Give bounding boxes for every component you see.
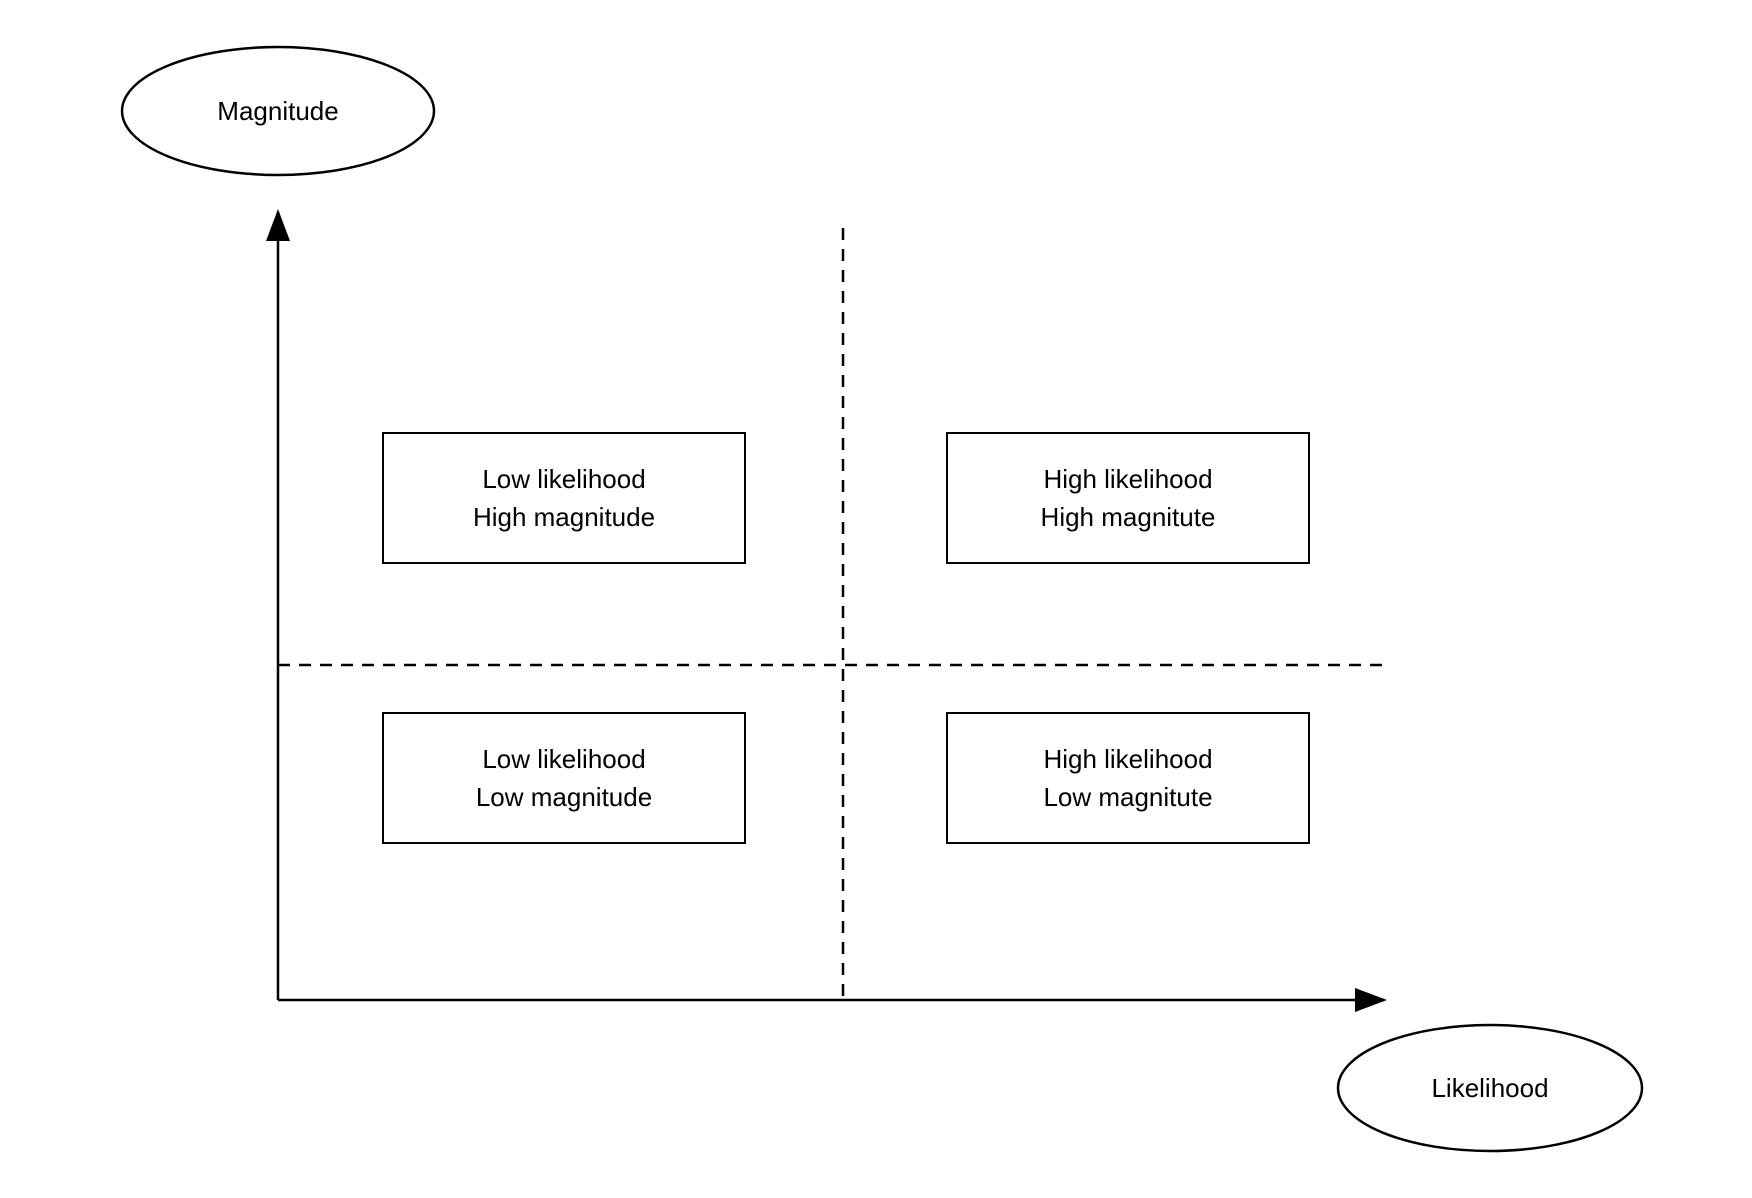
likelihood-ellipse <box>1336 1023 1644 1153</box>
quadrant-box-bottom-right-rect <box>946 712 1310 844</box>
x-axis-label: Likelihood <box>1431 1073 1548 1103</box>
quadrant-box-bottom-left: Low likelihood Low magnitude <box>382 712 746 844</box>
likelihood-node: Likelihood <box>1336 1023 1644 1153</box>
y-axis-label: Magnitude <box>217 96 338 126</box>
quadrant-box-top-left: Low likelihood High magnitude <box>382 432 746 564</box>
quadrant-bottom-right-label-line2: Low magnitute <box>1043 782 1212 812</box>
quadrant-box-top-right-rect <box>946 432 1310 564</box>
quadrant-top-right-label-line1: High likelihood <box>1043 464 1212 494</box>
quadrant-box-top-left-rect <box>382 432 746 564</box>
quadrant-box-bottom-right: High likelihood Low magnitute <box>946 712 1310 844</box>
magnitude-node: Magnitude <box>120 45 436 177</box>
quadrant-box-top-right: High likelihood High magnitute <box>946 432 1310 564</box>
quadrant-bottom-left-label-line2: Low magnitude <box>476 782 652 812</box>
quadrant-bottom-right-label-line1: High likelihood <box>1043 744 1212 774</box>
quadrant-box-bottom-left-rect <box>382 712 746 844</box>
quadrant-top-right-label-line2: High magnitute <box>1041 502 1216 532</box>
quadrant-bottom-left-label-line1: Low likelihood <box>482 744 645 774</box>
quadrant-top-left-label-line2: High magnitude <box>473 502 655 532</box>
quadrant-top-left-label-line1: Low likelihood <box>482 464 645 494</box>
magnitude-ellipse <box>120 45 436 177</box>
